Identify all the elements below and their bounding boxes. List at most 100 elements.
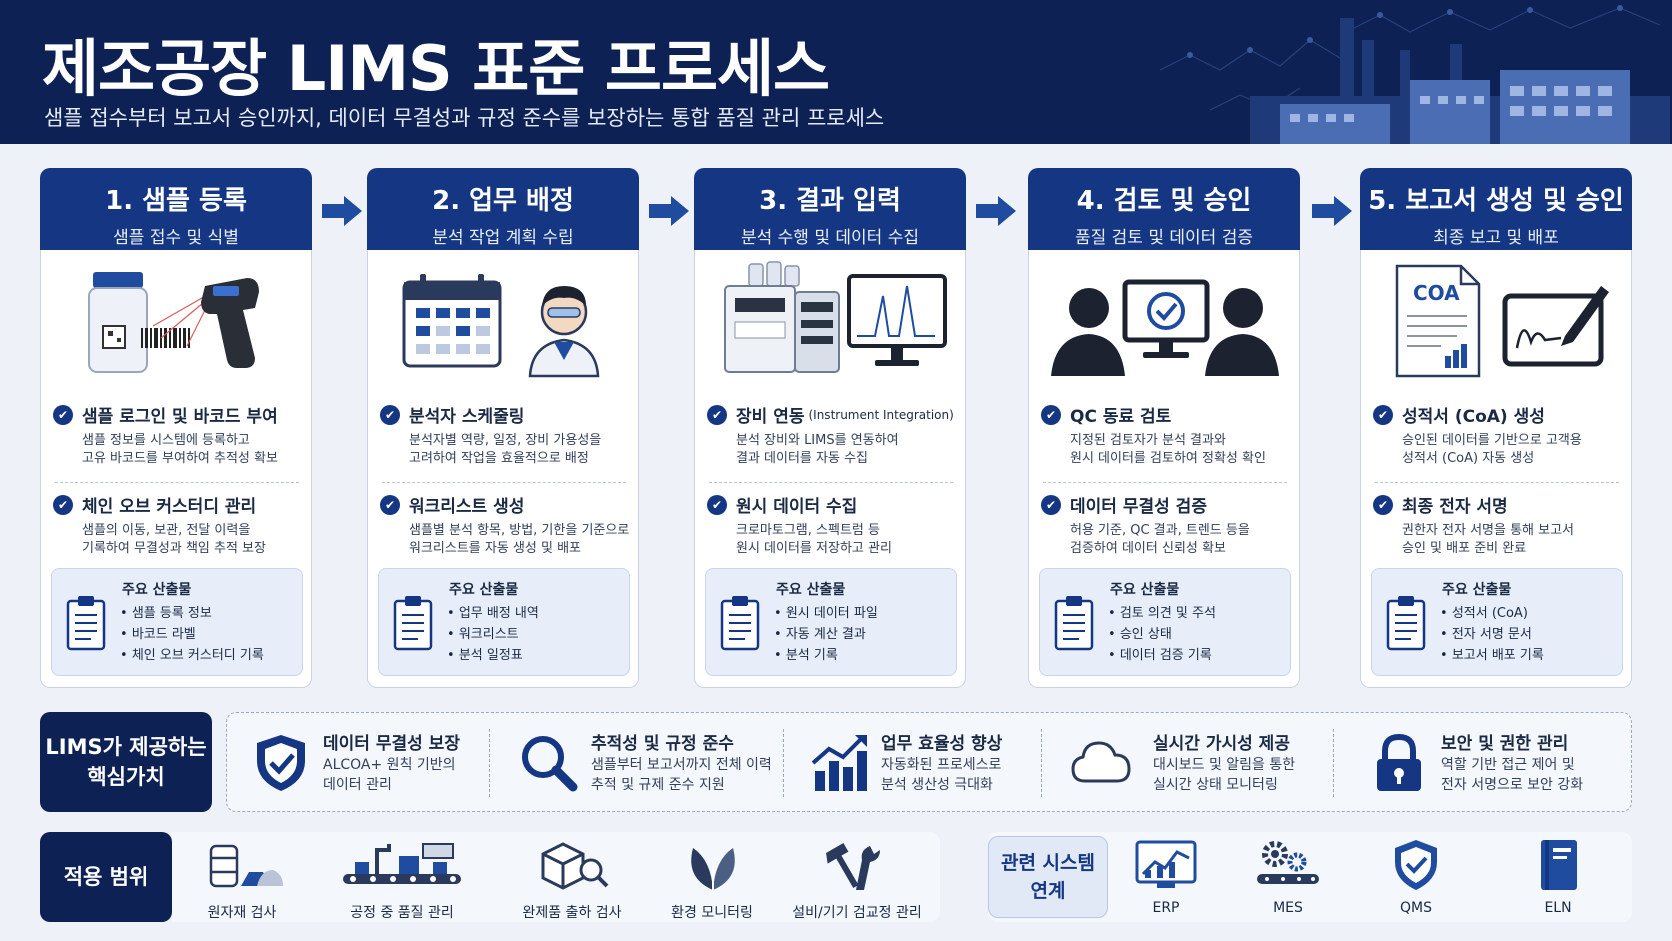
item-title: 최종 전자 서명: [1402, 497, 1508, 517]
outputs-title: 주요 산출물: [1110, 582, 1180, 598]
related-label-line: 관련 시스템: [1000, 852, 1095, 874]
check-icon: ✔: [707, 494, 727, 515]
divider: [1333, 729, 1334, 797]
scope-item: 설비/기기 검교정 관리: [782, 832, 932, 922]
item-desc-line: 승인 및 배포 준비 완료: [1402, 541, 1527, 556]
system-label: QMS: [1400, 900, 1432, 916]
value-desc-line: 샘플부터 보고서까지 전체 이력: [591, 757, 772, 773]
step-title: 3. 결과 입력: [759, 186, 901, 216]
item-desc-line: 고려하여 작업을 효율적으로 배정: [409, 451, 589, 466]
step-item: ✔장비 연동(Instrument Integration) 분석 장비와 LI…: [707, 402, 957, 468]
mes-gears-icon: [1257, 841, 1319, 884]
divider: [55, 482, 299, 483]
system-qms: QMS: [1366, 832, 1466, 922]
step-header: 3. 결과 입력 분석 수행 및 데이터 수집: [694, 168, 966, 251]
value-desc-line: 대시보드 및 알림을 통한: [1153, 757, 1296, 773]
raw-material-barrels-icon: [209, 844, 283, 888]
step-title: 4. 검토 및 승인: [1076, 186, 1252, 216]
item-desc-line: 크로마토그램, 스펙트럼 등: [736, 523, 880, 538]
scope-item: 원자재 검사: [182, 832, 302, 922]
core-values-label-line: 핵심가치: [87, 765, 165, 789]
header-banner: 제조공장 LIMS 표준 프로세스 샘플 접수부터 보고서 승인까지, 데이터 …: [0, 0, 1672, 144]
scope-item-label: 원자재 검사: [207, 905, 277, 921]
production-line-icon: [343, 843, 461, 884]
value-desc-line: 전자 서명으로 보안 강화: [1441, 777, 1584, 793]
arrow-right-icon: [1312, 196, 1352, 226]
cloud-icon: [1071, 741, 1131, 783]
leaf-icon: [691, 848, 735, 890]
item-title-note: (Instrument Integration): [808, 407, 954, 422]
scope-item: 환경 모니터링: [652, 832, 772, 922]
peer-review-icon: [1051, 279, 1279, 376]
step-title: 5. 보고서 생성 및 승인: [1368, 186, 1624, 216]
outputs-panel: 주요 산출물 원시 데이터 파일자동 계산 결과분석 기록: [705, 568, 957, 676]
check-icon: ✔: [1373, 404, 1393, 425]
step-body: ✔장비 연동(Instrument Integration) 분석 장비와 LI…: [694, 250, 966, 688]
divider: [1041, 729, 1042, 797]
value-title: 업무 효율성 향상: [881, 734, 1003, 754]
item-desc-line: 성적서 (CoA) 자동 생성: [1402, 451, 1535, 466]
clipboard-icon: [393, 596, 433, 651]
item-desc-line: 기록하여 무결성과 책임 추적 보장: [82, 541, 266, 556]
output-item: 검토 의견 및 주석: [1108, 603, 1216, 624]
value-desc-line: 역할 기반 접근 제어 및: [1441, 757, 1575, 773]
item-desc-line: 승인된 데이터를 기반으로 고객용: [1402, 433, 1582, 448]
item-title: 샘플 로그인 및 바코드 부여: [82, 407, 278, 427]
shield-check-icon: [257, 735, 305, 791]
item-desc-line: 허용 기준, QC 결과, 트렌드 등을: [1070, 523, 1250, 538]
item-desc-line: 결과 데이터를 자동 수집: [736, 451, 868, 466]
outputs-panel: 주요 산출물 성적서 (CoA)전자 서명 문서보고서 배포 기록: [1371, 568, 1623, 676]
item-desc-line: 원시 데이터를 저장하고 관리: [736, 541, 892, 556]
check-icon: ✔: [53, 404, 73, 425]
divider: [489, 729, 490, 797]
step-subtitle: 샘플 접수 및 식별: [113, 228, 239, 248]
scope-item: 완제품 출하 검사: [502, 832, 642, 922]
lock-icon: [1377, 733, 1421, 791]
output-item: 샘플 등록 정보: [120, 603, 264, 624]
output-item: 워크리스트: [447, 624, 539, 645]
core-values-label-line: LIMS가 제공하는: [45, 735, 207, 759]
outputs-panel: 주요 산출물 검토 의견 및 주석승인 상태데이터 검증 기록: [1039, 568, 1291, 676]
instrument-monitor-icon: [724, 261, 947, 373]
clipboard-icon: [66, 596, 106, 651]
item-title: QC 동료 검토: [1070, 407, 1172, 427]
value-title: 보안 및 권한 관리: [1441, 734, 1569, 754]
coa-text: COA: [1413, 281, 1460, 305]
step-header: 4. 검토 및 승인 품질 검토 및 데이터 검증: [1028, 168, 1300, 251]
output-item: 승인 상태: [1108, 624, 1216, 645]
step-header: 5. 보고서 생성 및 승인 최종 보고 및 배포: [1360, 168, 1632, 251]
outputs-title: 주요 산출물: [776, 582, 846, 598]
calendar-analyst-icon: [402, 274, 600, 378]
step-4-card: 4. 검토 및 승인 품질 검토 및 데이터 검증 ✔QC 동료 검토 지정된 …: [1028, 168, 1300, 688]
clipboard-icon: [720, 596, 760, 651]
check-icon: ✔: [1041, 404, 1061, 425]
system-label: ELN: [1544, 900, 1572, 916]
system-label: ERP: [1152, 900, 1180, 916]
divider: [783, 729, 784, 797]
outputs-panel: 주요 산출물 샘플 등록 정보바코드 라벨체인 오브 커스터디 기록: [51, 568, 303, 676]
value-title: 실시간 가시성 제공: [1153, 734, 1290, 754]
scope-item-label: 설비/기기 검교정 관리: [792, 905, 922, 921]
clipboard-icon: [1386, 596, 1426, 651]
value-desc-line: 추적 및 규제 준수 지원: [591, 777, 725, 793]
outputs-title: 주요 산출물: [1442, 582, 1512, 598]
output-item: 분석 일정표: [447, 645, 539, 666]
erp-dashboard-icon: [1135, 840, 1197, 888]
output-item: 자동 계산 결과: [774, 624, 878, 645]
core-values-row: LIMS가 제공하는 핵심가치 데이터 무결성 보장 ALCOA+ 원칙 기반의…: [40, 712, 1632, 812]
page-subtitle: 샘플 접수부터 보고서 승인까지, 데이터 무결성과 규정 준수를 보장하는 통…: [44, 106, 885, 130]
step-2-card: 2. 업무 배정 분석 작업 계획 수립 ✔분석자 스케줄링 분석자별 역량, …: [367, 168, 639, 688]
value-desc-line: ALCOA+ 원칙 기반의: [323, 757, 456, 773]
divider: [1043, 482, 1287, 483]
check-icon: ✔: [53, 494, 73, 515]
scope-item-label: 공정 중 품질 관리: [350, 905, 454, 921]
output-item: 업무 배정 내역: [447, 603, 539, 624]
arrow-right-icon: [976, 196, 1016, 226]
item-desc-line: 워크리스트를 자동 생성 및 배포: [409, 541, 582, 556]
